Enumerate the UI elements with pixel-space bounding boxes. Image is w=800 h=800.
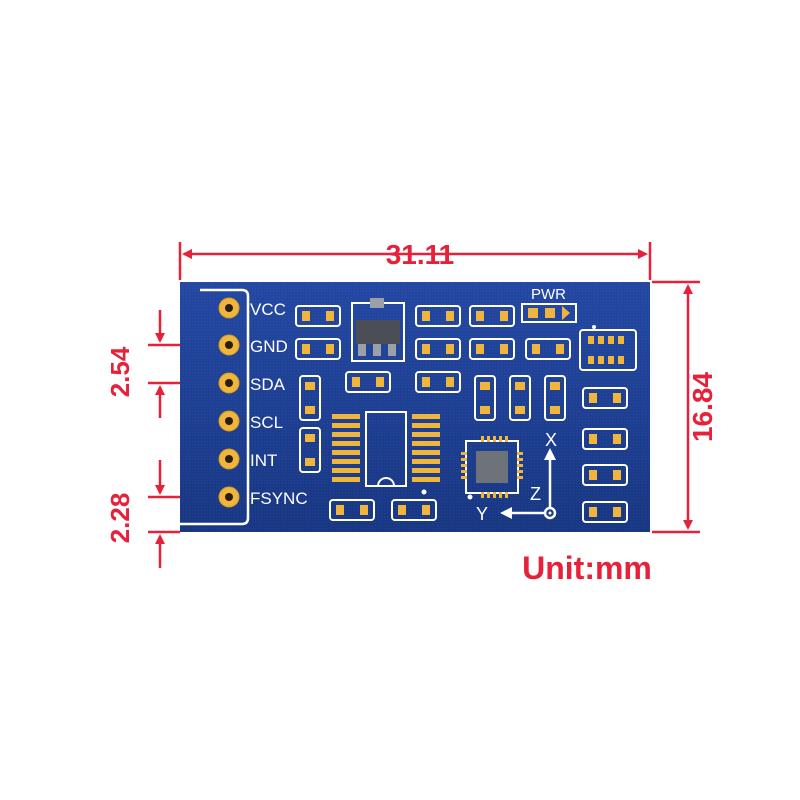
pin-pitch-dimension: 2.54 [105,346,135,397]
height-dimension: 16.84 [687,372,718,442]
axis-label-x: X [545,430,557,450]
edge-offset-dimension: 2.28 [105,493,135,544]
width-dimension: 31.11 [386,239,455,270]
pcb-board: VCC GND SDA SCL INT FSYNC [180,282,650,532]
voltage-regulator [351,298,405,362]
axis-label-z: Z [530,484,541,504]
dimension-lines [148,242,700,568]
unit-label: Unit:mm [522,550,652,586]
pin-label-scl: SCL [250,413,283,432]
pin-label-sda: SDA [250,375,286,394]
axis-label-y: Y [476,504,488,524]
header-pins [218,297,240,508]
pwr-label: PWR [531,286,566,303]
pin-label-fsync: FSYNC [250,489,308,508]
pin-label-gnd: GND [250,337,288,356]
pin-label-vcc: VCC [250,300,286,319]
sensor-chip [461,436,523,500]
axis-indicator [500,448,557,520]
pwr-led: PWR [521,286,577,323]
smd-components [295,305,637,523]
ic-footprint [332,411,440,495]
pin-label-int: INT [250,451,277,470]
